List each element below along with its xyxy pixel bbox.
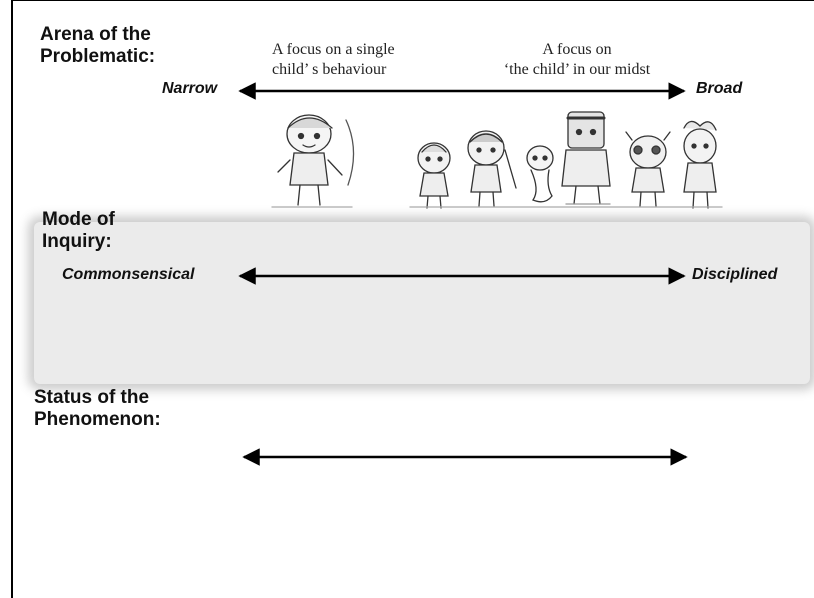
- single-child-sketch: [271, 114, 355, 208]
- child-sketch-5: [625, 131, 671, 207]
- inquiry-left-label: Commonsensical: [62, 266, 195, 283]
- child-sketch-6: [683, 120, 717, 209]
- child-sketch-4: [561, 111, 611, 205]
- arena-left-label: Narrow: [162, 80, 218, 97]
- arena-heading: Arena of the Problematic:: [40, 24, 156, 67]
- caption-the-child: A focus on ‘the child’ in our midst: [503, 41, 651, 78]
- status-heading: Status of the Phenomenon:: [34, 387, 161, 430]
- caption-single-child: A focus on a single child’ s behaviour: [272, 41, 395, 78]
- frame-top-border: [12, 0, 814, 1]
- inquiry-right-label: Disciplined: [692, 266, 778, 283]
- child-sketch-2: [467, 130, 517, 207]
- frame-left-border: [11, 0, 13, 598]
- inquiry-shaded-band: [34, 222, 810, 384]
- arena-right-label: Broad: [696, 80, 743, 97]
- child-sketch-3: [526, 145, 554, 203]
- inquiry-heading: Mode of Inquiry:: [42, 209, 115, 252]
- child-sketch-1: [417, 142, 451, 209]
